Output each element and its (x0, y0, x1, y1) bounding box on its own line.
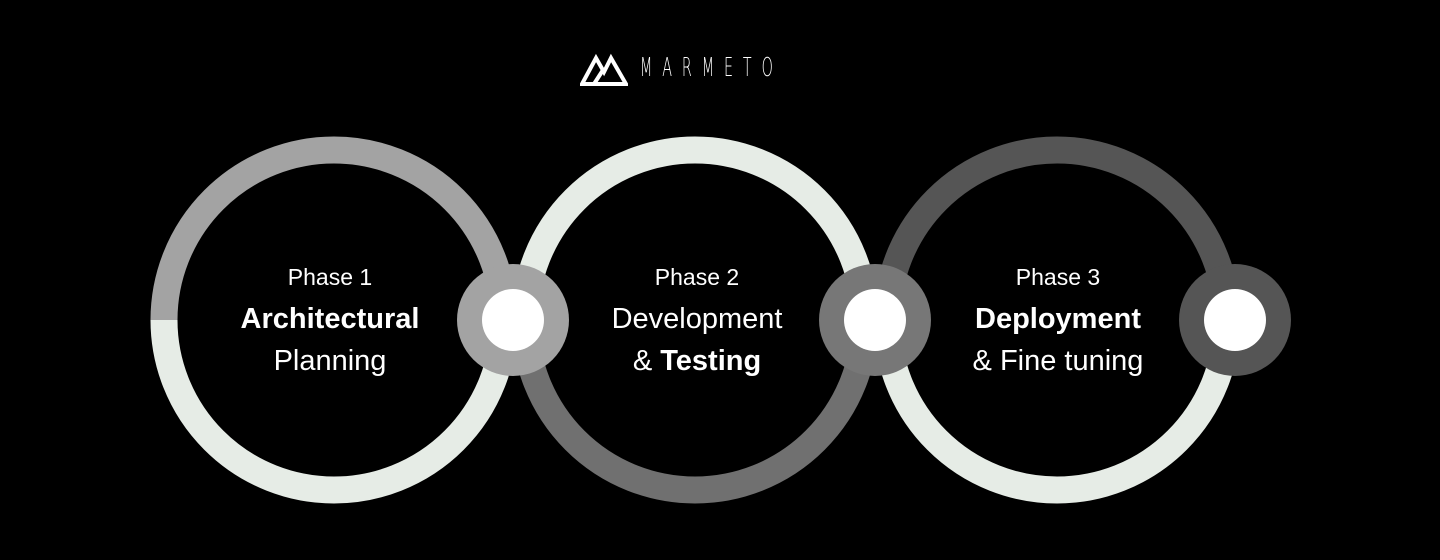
phase-title: Development (611, 303, 783, 335)
brand-name: MARMETO (640, 53, 783, 83)
ring-3-top (873, 136, 1241, 321)
phase-3-label: Phase 3 Deployment & Fine tuning (908, 262, 1208, 382)
phase-title-bold: Deployment (975, 303, 1141, 335)
phase-subtitle-prefix: & (632, 345, 661, 377)
node-3 (1179, 264, 1291, 376)
ring-3-bottom (873, 319, 1241, 504)
ring-2-bottom (511, 319, 879, 504)
node-2 (819, 264, 931, 376)
phase-title-bold: Architectural (240, 303, 420, 335)
phase-2-label: Phase 2 Development & Testing (547, 262, 847, 382)
phase-number: Phase 1 (287, 264, 373, 290)
marmeto-logo: MARMETO (580, 50, 900, 86)
ring-1-top (150, 136, 518, 321)
ring-2-top (511, 136, 879, 321)
mountain-logo-icon (580, 53, 628, 86)
ring-1-bottom (150, 319, 518, 504)
phase-subtitle-bold: Testing (660, 345, 762, 377)
node-1 (457, 264, 569, 376)
phase-number: Phase 2 (654, 264, 740, 290)
phase-subtitle: Planning (273, 345, 387, 377)
phase-subtitle: & Fine tuning (972, 345, 1144, 377)
phase-1-label: Phase 1 Architectural Planning (180, 262, 480, 382)
phase-number: Phase 3 (1015, 264, 1101, 290)
